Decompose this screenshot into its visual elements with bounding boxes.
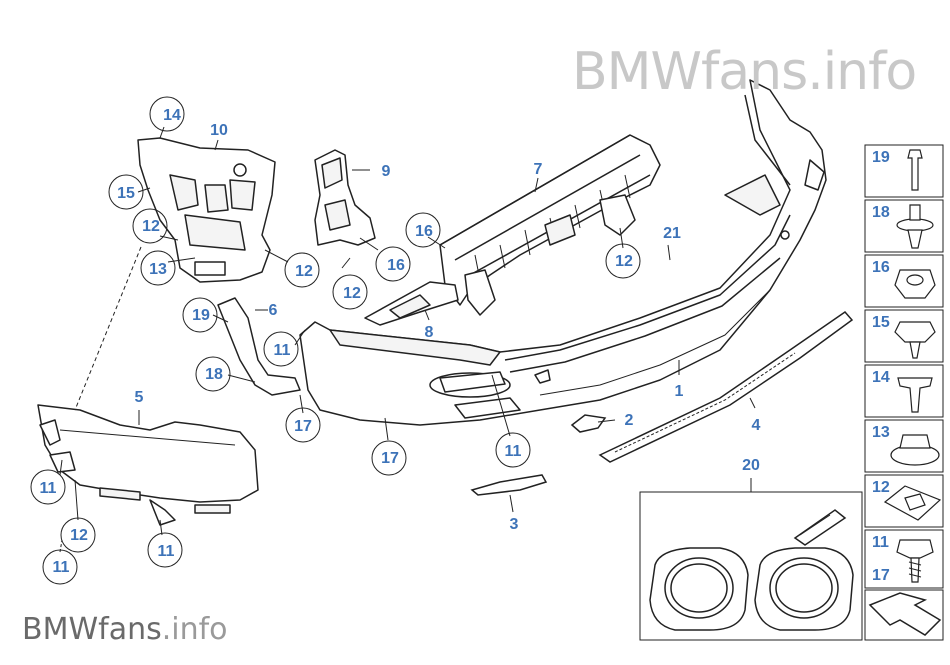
callout-label-16b: 16 [415,223,433,240]
callout-label-2: 2 [625,412,634,429]
sidebar-label-13: 13 [872,424,890,441]
screw-icon [894,321,936,343]
callout-label-17a: 17 [294,418,312,435]
callout-labels: 1 2 3 4 5 6 7 8 9 10 14 15 12 13 12 12 1… [40,107,890,584]
callout-label-12e: 12 [70,527,88,544]
callout-circle [332,274,368,310]
trim-set-box-part-20 [639,478,863,641]
rivet-icon [907,149,923,191]
watermark-bottom: BMWfans.info [22,612,228,647]
callout-label-14: 14 [163,107,181,124]
callout-circle [149,96,185,132]
callout-circle [30,469,66,505]
callout-label-17b: 17 [381,450,399,467]
tapping-screw-icon [896,539,934,559]
side-panel-part-5 [37,404,259,526]
callout-label-11d: 11 [53,559,70,576]
bracket-part-10 [137,137,276,283]
callout-label-12c: 12 [343,285,361,302]
callout-label-12b: 12 [295,263,313,280]
bracket-part-8 [364,281,459,326]
sidebar-label-12: 12 [872,479,890,496]
sidebar-label-18: 18 [872,204,890,221]
callout-circle [605,243,641,279]
callout-label-11b: 11 [505,443,522,460]
callout-circle [405,212,441,248]
callout-label-5: 5 [135,389,144,406]
callout-circle [195,356,231,392]
callout-circle [285,407,321,443]
callout-label-10: 10 [210,122,228,139]
trim-strip-part-4 [598,311,854,463]
callout-label-18: 18 [205,366,223,383]
callout-label-3: 3 [510,516,519,533]
sidebar-label-15: 15 [872,314,890,331]
callout-label-16a: 16 [387,257,405,274]
sidebar-label-14: 14 [872,369,890,386]
callout-label-12a: 12 [142,218,160,235]
leader-lines [59,126,756,553]
expanding-clip-icon [896,218,934,232]
reflector-part-3 [470,474,548,496]
callout-label-15: 15 [117,185,135,202]
bumper-cover-part-1 [299,79,827,426]
callout-label-4: 4 [752,417,761,434]
callout-label-11a: 11 [274,342,291,359]
callout-label-13: 13 [149,261,167,278]
callout-circle [284,252,320,288]
callout-label-9: 9 [382,163,391,180]
callout-label-11c: 11 [40,480,57,497]
callout-circle [147,532,183,568]
callouts [30,96,641,585]
hardware-sidebar [864,144,944,641]
callout-label-12d: 12 [615,253,633,270]
callout-label-20: 20 [742,457,760,474]
sidebar-label-19: 19 [872,149,890,166]
callout-label-11e: 11 [158,543,175,560]
sidebar-label-16: 16 [872,259,890,276]
callout-label-19: 19 [192,307,210,324]
callout-circle [182,297,218,333]
callout-label-8: 8 [425,324,434,341]
bracket-part-9 [314,149,376,246]
callout-label-7: 7 [534,161,543,178]
sidebar-label-17: 17 [872,567,890,584]
callout-label-6: 6 [269,302,278,319]
watermark-top: BMWfans.info [572,42,917,102]
callout-circle [108,174,144,210]
callout-circle [140,250,176,286]
callout-label-21: 21 [663,225,681,242]
callout-circle [263,331,299,367]
callout-circle [375,246,411,282]
sidebar-label-11: 11 [872,534,889,551]
push-clip-icon [897,377,933,413]
carrier-part-7 [439,134,661,316]
callout-circle [42,549,78,585]
callout-circle [132,208,168,244]
callout-label-1: 1 [675,383,684,400]
arrow-icon [868,592,942,636]
callout-circle [60,517,96,553]
callout-circle [371,440,407,476]
callout-circle [495,432,531,468]
bracket-part-6 [217,297,301,396]
clip-part-2 [570,414,607,433]
